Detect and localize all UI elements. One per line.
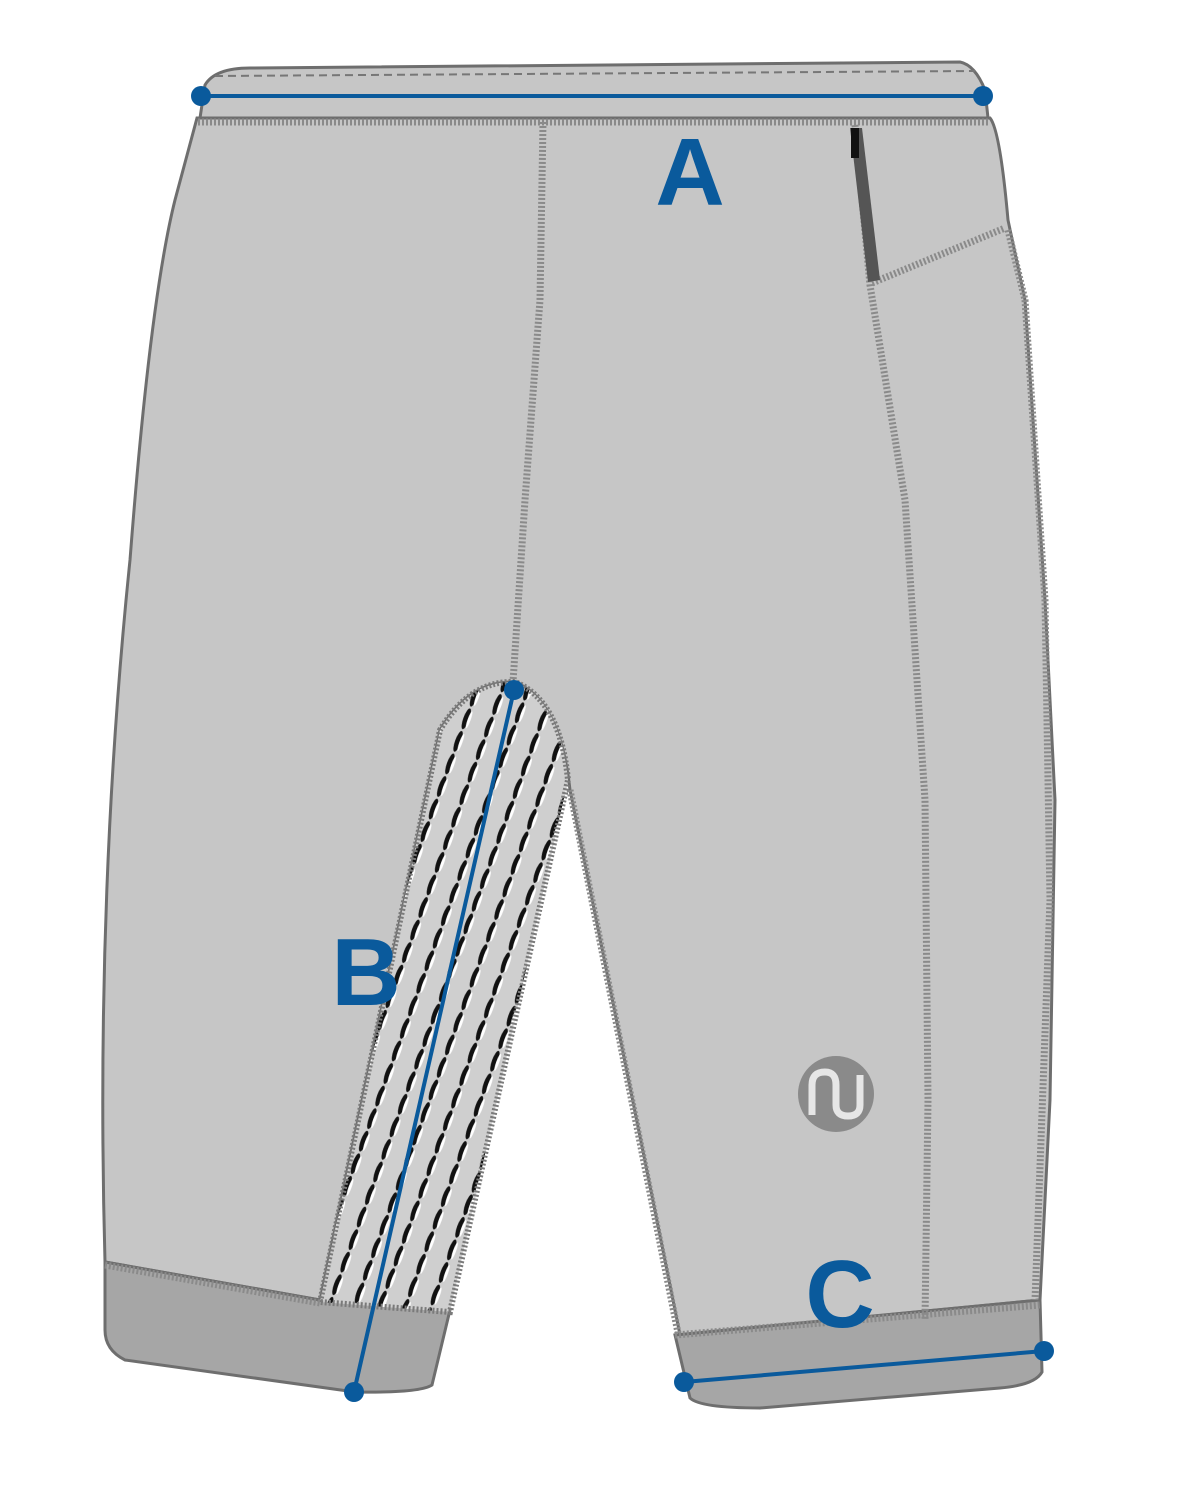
waistband xyxy=(198,60,990,120)
shorts-body xyxy=(101,116,1057,1337)
measure-point xyxy=(1034,1341,1054,1361)
label-a: A xyxy=(655,119,724,226)
measure-point xyxy=(504,680,524,700)
zipper xyxy=(850,128,880,282)
brand-logo xyxy=(798,1056,874,1132)
label-c: C xyxy=(805,1241,874,1348)
label-b: B xyxy=(331,919,400,1026)
waistband-dashed-stitch xyxy=(214,70,976,77)
measurement-a xyxy=(191,86,993,106)
measure-point xyxy=(674,1372,694,1392)
measure-point xyxy=(191,86,211,106)
measure-point xyxy=(973,86,993,106)
measurement-c xyxy=(674,1341,1054,1392)
measurement-b xyxy=(344,680,524,1402)
zipper-pull xyxy=(851,128,859,158)
measure-point xyxy=(344,1382,364,1402)
